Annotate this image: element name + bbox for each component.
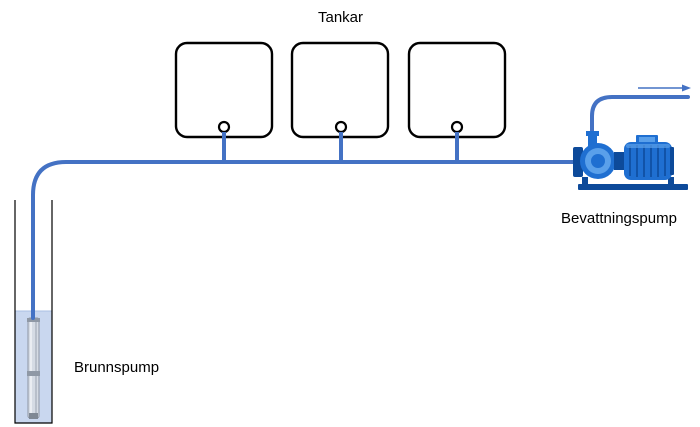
flow-arrow-icon bbox=[638, 84, 691, 92]
outlet-pipe bbox=[590, 95, 690, 136]
tank-1-outlet bbox=[217, 120, 231, 134]
well-pump-label: Brunnspump bbox=[74, 359, 160, 376]
tank-2 bbox=[290, 41, 390, 162]
tank-3-outlet bbox=[450, 120, 464, 134]
tank-3 bbox=[407, 41, 507, 162]
irrigation-pump-label: Bevattningspump bbox=[561, 210, 677, 227]
well-casing bbox=[14, 200, 53, 424]
main-pipe bbox=[31, 160, 584, 320]
tanks-label: Tankar bbox=[318, 9, 364, 26]
irrigation-pump-icon bbox=[573, 131, 688, 190]
well-pump-icon bbox=[27, 317, 40, 419]
tank-2-outlet bbox=[334, 120, 348, 134]
tank-1 bbox=[174, 41, 274, 162]
